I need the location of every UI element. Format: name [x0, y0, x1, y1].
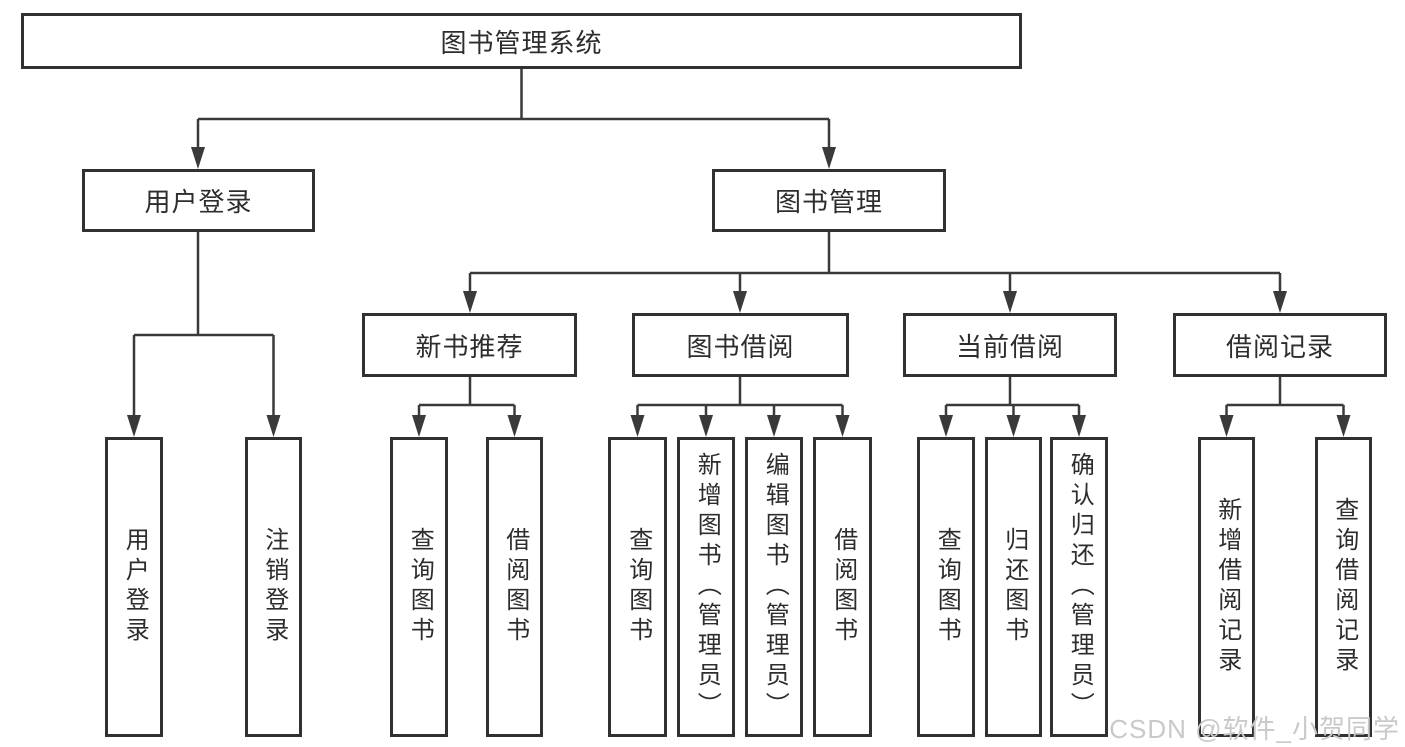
leaf-add-borrow-record-label: 新增借阅记录 [1213, 497, 1241, 677]
leaf-add-borrow-record: 新增借阅记录 [1198, 437, 1255, 737]
leaf-borrow-book: 借阅图书 [813, 437, 872, 737]
leaf-return-book-label: 归还图书 [1000, 527, 1028, 647]
leaf-add-book-admin: 新增图书（管理员） [677, 437, 735, 737]
leaf-query-book-current: 查询图书 [917, 437, 975, 737]
leaf-logout-label: 注销登录 [260, 527, 288, 647]
leaf-borrow-book-recommend-label: 借阅图书 [501, 527, 529, 647]
leaf-query-book-recommend-label: 查询图书 [406, 527, 434, 647]
leaf-query-book-current-label: 查询图书 [933, 527, 961, 647]
leaf-query-book-borrow: 查询图书 [608, 437, 667, 737]
node-book-management: 图书管理 [712, 169, 946, 232]
leaf-edit-book-admin-label: 编辑图书（管理员） [761, 452, 789, 722]
node-book-borrow: 图书借阅 [632, 313, 849, 377]
node-current-borrow: 当前借阅 [903, 313, 1117, 377]
csdn-watermark: CSDN @软件_小贺同学 [1109, 714, 1400, 744]
leaf-query-borrow-record: 查询借阅记录 [1315, 437, 1372, 737]
node-borrow-records: 借阅记录 [1173, 313, 1387, 377]
leaf-user-login: 用户登录 [105, 437, 163, 737]
leaf-add-book-admin-label: 新增图书（管理员） [693, 452, 721, 722]
leaf-query-book-recommend: 查询图书 [390, 437, 448, 737]
leaf-logout: 注销登录 [245, 437, 302, 737]
leaf-edit-book-admin: 编辑图书（管理员） [745, 437, 803, 737]
node-root: 图书管理系统 [21, 13, 1022, 69]
leaf-borrow-book-label: 借阅图书 [829, 527, 857, 647]
connector-paths [132, 69, 1345, 424]
leaf-user-login-label: 用户登录 [121, 527, 149, 647]
leaf-confirm-return-admin-label: 确认归还（管理员） [1066, 452, 1094, 722]
leaf-query-borrow-record-label: 查询借阅记录 [1330, 497, 1358, 677]
leaf-return-book: 归还图书 [985, 437, 1042, 737]
leaf-confirm-return-admin: 确认归还（管理员） [1050, 437, 1108, 737]
node-user-login: 用户登录 [82, 169, 315, 232]
leaf-borrow-book-recommend: 借阅图书 [486, 437, 543, 737]
leaf-query-book-borrow-label: 查询图书 [624, 527, 652, 647]
arrowhead-icons [127, 147, 1351, 437]
node-new-book-recommend: 新书推荐 [362, 313, 577, 377]
